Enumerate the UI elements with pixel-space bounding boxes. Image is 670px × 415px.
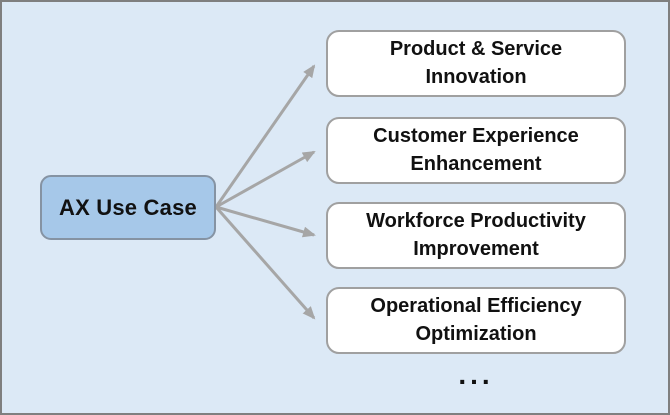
use-case-node-customer-experience-enhancement[interactable]: Customer Experience Enhancement — [326, 117, 626, 184]
use-case-node-product-service-innovation[interactable]: Product & Service Innovation — [326, 30, 626, 97]
use-case-node-workforce-productivity-improvement[interactable]: Workforce Productivity Improvement — [326, 202, 626, 269]
use-case-label-line: Product & Service — [389, 37, 563, 60]
use-case-label-line: Enhancement — [410, 152, 542, 175]
arrow-to-product-service-innovation — [214, 64, 316, 208]
root-node-ax-use-case[interactable]: AX Use Case — [40, 175, 216, 240]
arrow-to-workforce-productivity-improvement — [215, 205, 316, 238]
use-case-label-line: Optimization — [415, 322, 537, 345]
more-use-cases-ellipsis: ... — [458, 359, 494, 390]
root-node-label: AX Use Case — [59, 194, 197, 220]
use-case-label-line: Improvement — [413, 237, 539, 260]
use-case-label-line: Workforce Productivity — [366, 209, 586, 232]
use-case-label-line: Innovation — [425, 65, 527, 88]
use-case-label-line: Operational Efficiency — [370, 294, 582, 317]
arrow-to-customer-experience-enhancement — [215, 150, 316, 209]
use-case-node-operational-efficiency-optimization[interactable]: Operational Efficiency Optimization — [326, 287, 626, 354]
use-case-label-line: Customer Experience — [373, 124, 579, 147]
arrow-to-operational-efficiency-optimization — [214, 206, 316, 320]
